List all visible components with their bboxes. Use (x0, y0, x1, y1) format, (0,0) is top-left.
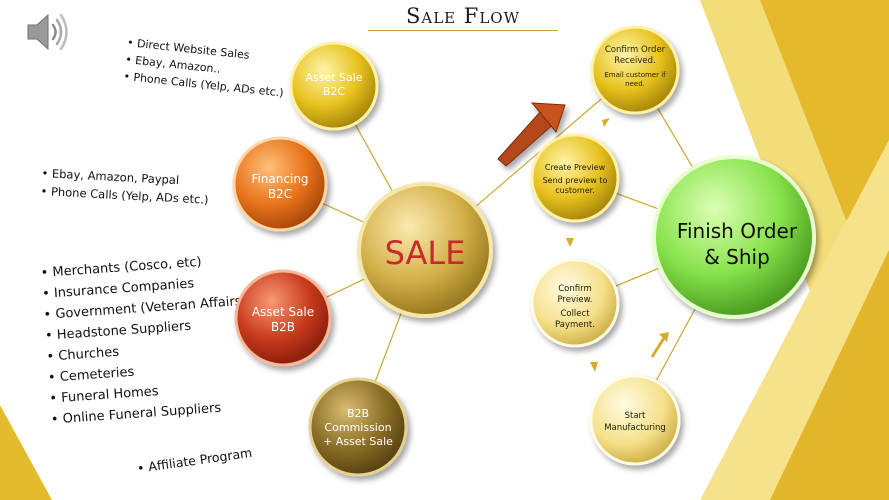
node-label: Received. (614, 56, 655, 66)
chevron-down-icon (590, 362, 598, 372)
facet-left-corner (0, 405, 52, 500)
node-label: Confirm Order (605, 45, 666, 55)
node-label: Asset Sale (252, 305, 314, 319)
node-create-preview[interactable]: Create Preview Send preview to customer. (530, 133, 620, 223)
node-label: Finish Order (677, 219, 798, 243)
node-label: Collect (560, 309, 590, 319)
node-sale[interactable]: SALE (357, 182, 493, 318)
speaker-volume-icon[interactable] (24, 10, 74, 54)
node-label: SALE (385, 234, 466, 272)
node-label: Asset Sale (305, 71, 362, 84)
chevron-down-icon (602, 118, 610, 127)
up-right-arrow-icon (497, 102, 566, 167)
node-label: customer. (555, 186, 594, 195)
node-label: Create Preview (545, 163, 606, 172)
node-label: Financing (251, 172, 308, 186)
page-title: Sale Flow (368, 4, 558, 31)
node-start-manufacturing[interactable]: Start Manufacturing (589, 374, 681, 466)
node-label: Send preview to (543, 176, 608, 185)
node-label: Start (625, 411, 646, 421)
node-label: + Asset Sale (323, 435, 393, 448)
chevron-up-icon (659, 332, 669, 342)
node-sublabel: need. (625, 80, 645, 88)
node-label: B2C (268, 187, 292, 201)
node-label: Payment. (555, 320, 595, 330)
node-label: & Ship (704, 245, 770, 269)
node-confirm-preview[interactable]: Confirm Preview. Collect Payment. (530, 258, 620, 348)
node-label: Manufacturing (604, 423, 666, 433)
chevron-down-icon (566, 238, 574, 247)
node-label: B2C (323, 85, 346, 98)
node-sublabel: Email customer if (604, 71, 666, 79)
node-label: B2B (347, 407, 369, 420)
node-asset-sale-b2b[interactable]: Asset Sale B2B (234, 269, 332, 367)
node-b2b-commission[interactable]: B2B Commission + Asset Sale (308, 377, 408, 477)
node-label: Confirm (558, 284, 592, 294)
node-finish-order[interactable]: Finish Order & Ship (652, 155, 816, 319)
node-financing-b2c[interactable]: Financing B2C (232, 136, 328, 232)
node-label: Commission (324, 421, 391, 434)
node-label: B2B (271, 320, 295, 334)
flow-arrows (566, 118, 669, 372)
node-asset-sale-b2c[interactable]: Asset Sale B2C (289, 41, 379, 131)
node-confirm-order[interactable]: Confirm Order Received. Email customer i… (590, 25, 680, 115)
facet-lower-mid (770, 250, 889, 500)
node-label: Preview. (557, 295, 592, 305)
